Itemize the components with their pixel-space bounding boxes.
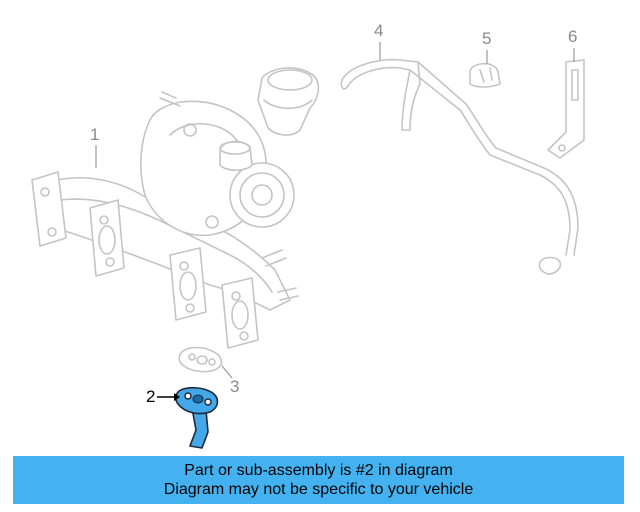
- callout-3: 3: [221, 365, 239, 396]
- turbocharger-manifold-assembly: [31, 67, 320, 349]
- callout-6: 6: [568, 27, 577, 62]
- banner-line-2: Diagram may not be specific to your vehi…: [163, 481, 474, 498]
- highlighted-part-2: [174, 386, 219, 449]
- bracket-part-6: [547, 59, 585, 159]
- callout-4-label: 4: [374, 21, 383, 40]
- clip-part-5: [469, 62, 501, 88]
- info-banner: Part or sub-assembly is #2 in diagram Di…: [13, 456, 624, 504]
- banner-line-1: Part or sub-assembly is #2 in diagram: [184, 462, 453, 479]
- gasket-part-3: [178, 346, 223, 373]
- callout-5: 5: [482, 29, 491, 64]
- callout-6-label: 6: [568, 27, 577, 46]
- callout-1: 1: [90, 125, 99, 168]
- callout-2: 2: [146, 387, 180, 406]
- parts-diagram: 1 2 3 4 5 6: [31, 21, 585, 449]
- callout-1-label: 1: [90, 125, 99, 144]
- callout-3-label: 3: [230, 377, 239, 396]
- pipe-part-4: [340, 58, 579, 275]
- callout-4: 4: [374, 21, 383, 60]
- callout-5-label: 5: [482, 29, 491, 48]
- callout-2-label: 2: [146, 387, 155, 406]
